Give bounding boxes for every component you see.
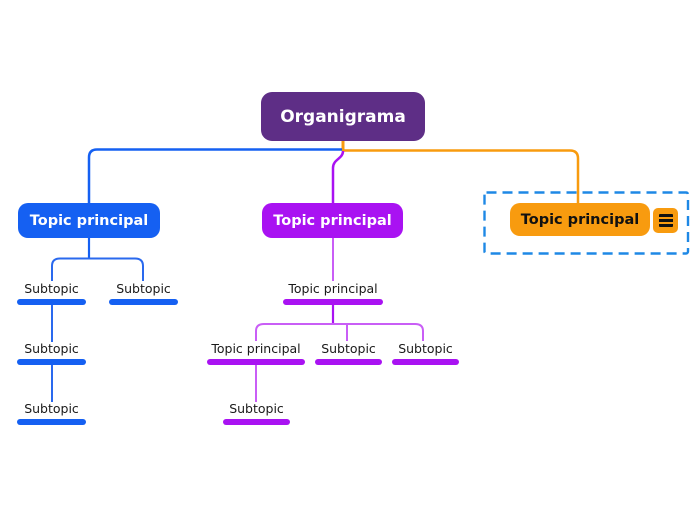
topic-menu-button[interactable] [653,208,678,233]
purple-child-1[interactable]: Topic principal [207,341,305,365]
subtopic-underline [223,419,290,425]
subtopic-underline [109,299,178,305]
blue-subtopic-1[interactable]: Subtopic [17,281,86,305]
subtopic-label: Subtopic [116,281,171,296]
subtopic-label: Subtopic [24,341,79,356]
connector-purple-bracket [255,323,424,341]
subtopic-label: Subtopic [321,341,376,356]
hamburger-menu-icon [658,214,673,227]
topic-underline [283,299,383,305]
subtopic-underline [17,419,86,425]
topic-label: Topic principal [288,281,378,296]
blue-topic-node[interactable]: Topic principal [18,203,160,238]
purple-child-3[interactable]: Subtopic [392,341,459,365]
blue-subtopic-2[interactable]: Subtopic [109,281,178,305]
connector-root-to-orange [344,149,580,203]
root-topic-node[interactable]: Organigrama [261,92,425,141]
connector-root-to-blue [87,148,342,203]
subtopic-underline [17,359,86,365]
orange-topic-node[interactable]: Topic principal [510,203,650,236]
blue-subtopic-4[interactable]: Subtopic [17,401,86,425]
subtopic-underline [315,359,382,365]
subtopic-label: Subtopic [398,341,453,356]
purple-grandchild[interactable]: Subtopic [223,401,290,425]
purple-child-top[interactable]: Topic principal [283,281,383,305]
connector-root-to-purple [331,150,345,203]
subtopic-label: Subtopic [229,401,284,416]
subtopic-underline [17,299,86,305]
purple-topic-node[interactable]: Topic principal [262,203,403,238]
subtopic-label: Subtopic [24,401,79,416]
blue-subtopic-3[interactable]: Subtopic [17,341,86,365]
selection-outline [483,191,690,255]
purple-child-2[interactable]: Subtopic [315,341,382,365]
topic-label: Topic principal [211,341,301,356]
subtopic-underline [392,359,459,365]
topic-underline [207,359,305,365]
connector-blue-bracket [51,257,144,281]
subtopic-label: Subtopic [24,281,79,296]
